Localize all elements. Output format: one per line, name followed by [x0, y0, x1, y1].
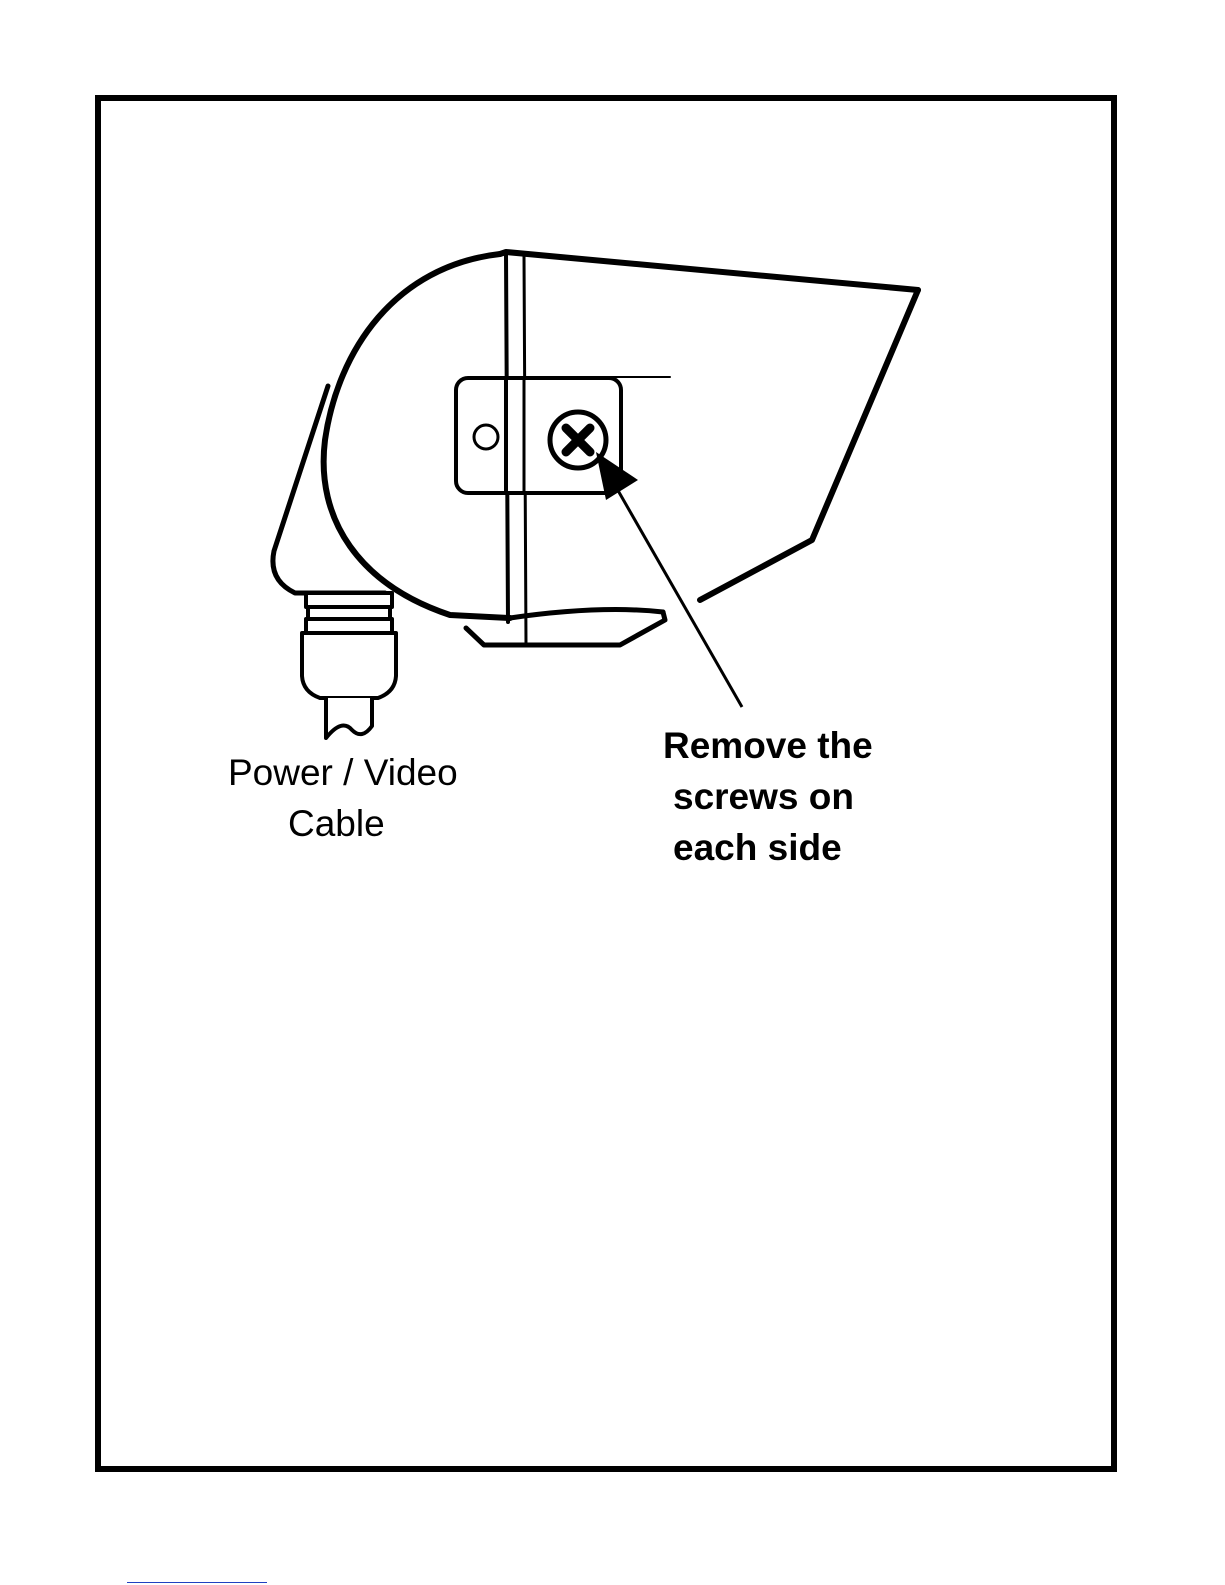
- connector-body: [302, 633, 396, 698]
- footer-link-underline: [127, 1582, 267, 1583]
- cable-connector: [302, 593, 396, 738]
- camera-housing: [273, 252, 918, 645]
- callout-label-line2: screws on: [673, 776, 854, 817]
- callout-arrow: [596, 452, 742, 707]
- cable-label-line2: Cable: [288, 803, 385, 844]
- housing-front-edge: [700, 290, 918, 600]
- mount-hole: [474, 425, 498, 449]
- callout-label-line3: each side: [673, 827, 842, 868]
- cable-stub: [326, 698, 372, 738]
- connector-collar-lower: [306, 619, 392, 633]
- cable-label-line1: Power / Video: [228, 752, 458, 793]
- housing-top-edge: [500, 252, 918, 290]
- housing-bottom-edge: [510, 610, 663, 618]
- callout-label-line1: Remove the: [663, 725, 873, 766]
- arrow-shaft: [616, 487, 742, 707]
- connector-collar-top: [306, 593, 392, 607]
